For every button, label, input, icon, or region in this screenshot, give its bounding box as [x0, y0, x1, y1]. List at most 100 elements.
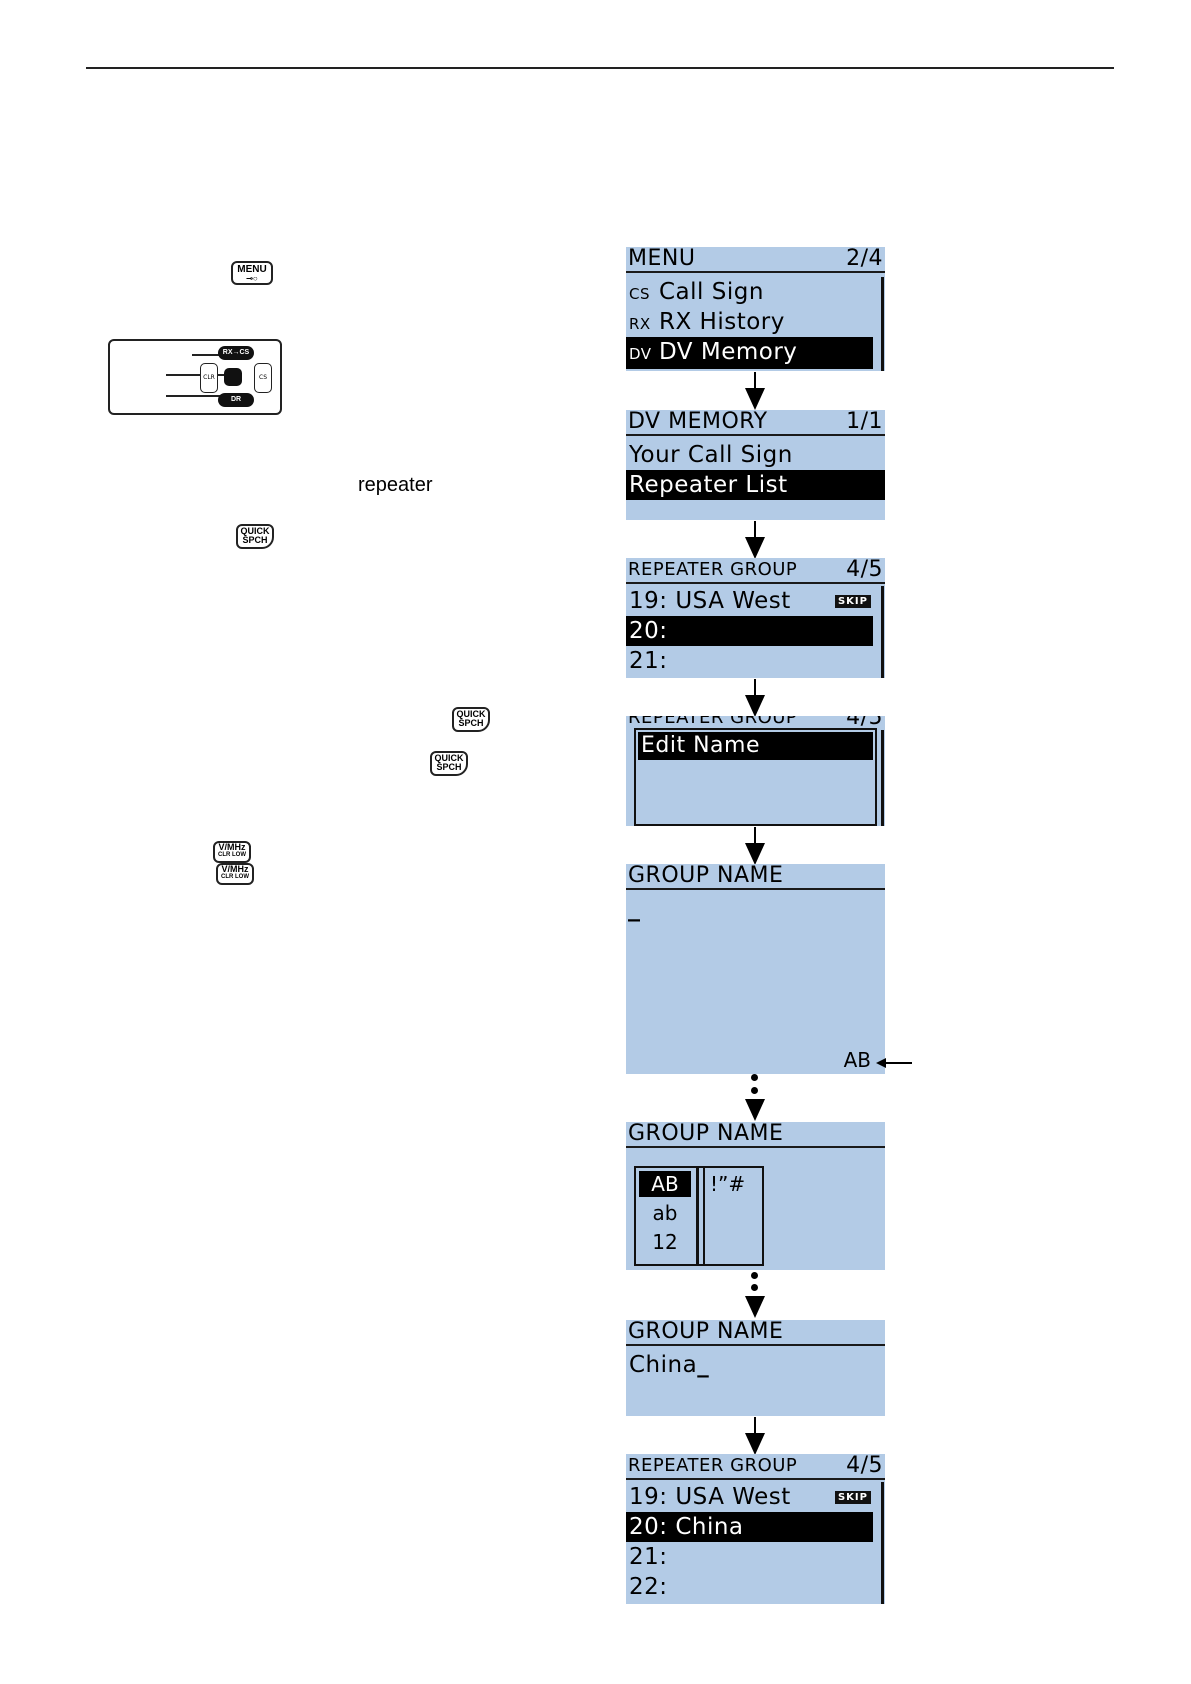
continuation-dot	[751, 1074, 758, 1081]
body-text-repeater: repeater	[358, 474, 433, 496]
continuation-dot	[751, 1272, 758, 1279]
popup-divider	[703, 1168, 705, 1264]
callout-arrow-icon	[876, 1058, 912, 1068]
lcd-group-name-china-screen: GROUP NAME China_	[626, 1320, 885, 1416]
vmhz-key-icon: V/MHz CLR LOW	[213, 841, 251, 863]
group-name-value: China	[629, 1352, 698, 1378]
screen-title: GROUP NAME	[628, 864, 784, 888]
skip-badge: SKIP	[834, 595, 871, 608]
lcd-group-name-empty-screen: GROUP NAME _ AB	[626, 864, 885, 1074]
vmhz-key-sublabel: CLR LOW	[218, 852, 246, 858]
lcd-dv-memory-screen: DV MEMORY 1/1 Your Call Sign Repeater Li…	[626, 410, 885, 520]
continuation-dot	[751, 1087, 758, 1094]
screen-title: MENU	[628, 247, 696, 271]
lcd-header: GROUP NAME	[626, 1122, 885, 1148]
scrollbar	[881, 586, 884, 678]
group-row-19[interactable]: 19: USA West	[629, 588, 791, 614]
group-row-21[interactable]: 21:	[629, 648, 668, 674]
mode-option-numbers[interactable]: 12	[652, 1230, 678, 1254]
quick-key-icon: QUICK SPCH	[236, 524, 274, 549]
quick-key-label: QUICK	[456, 709, 486, 719]
page-indicator: 2/4	[846, 247, 883, 271]
menu-key-icon: MENU ⊸○	[231, 261, 273, 285]
lcd-header: REPEATER GROUP 4/5	[626, 558, 885, 584]
group-row-20[interactable]: 20:	[626, 616, 873, 646]
text-cursor: _	[628, 894, 640, 922]
pointer-line	[166, 374, 226, 376]
menu-key-label: MENU	[237, 264, 267, 275]
menu-item-your-call-sign[interactable]: Your Call Sign	[629, 442, 793, 468]
quick-key-icon: QUICK SPCH	[452, 707, 490, 732]
dv-memory-icon: DV	[629, 345, 652, 363]
flow-arrow-head	[745, 1296, 765, 1318]
page-indicator: 4/5	[846, 716, 883, 730]
flow-arrow	[754, 1417, 756, 1435]
lcd-header: MENU 2/4	[626, 247, 885, 273]
mode-option-symbols[interactable]: !”#	[710, 1172, 746, 1196]
input-mode-popup: AB ab 12 !”#	[634, 1166, 764, 1266]
menu-item-label: RX History	[659, 309, 785, 335]
flow-arrow	[754, 372, 756, 390]
menu-item-repeater-list[interactable]: Repeater List	[626, 470, 885, 500]
flow-arrow-head	[745, 537, 765, 559]
group-row-19[interactable]: 19: USA West	[629, 1484, 791, 1510]
page-indicator: 1/1	[846, 410, 883, 434]
lcd-repeater-group-result-screen: REPEATER GROUP 4/5 19: USA West SKIP 20:…	[626, 1454, 885, 1604]
rx-cs-key-icon: RX→CS	[218, 346, 254, 360]
joystick-diagram: RX→CS DR CLR CS	[108, 339, 282, 415]
quick-key-icon: QUICK SPCH	[430, 751, 468, 776]
flow-arrow-head	[745, 695, 765, 717]
popup-item-edit-name[interactable]: Edit Name	[638, 732, 873, 760]
screen-title: GROUP NAME	[628, 1320, 784, 1344]
flow-arrow-head	[745, 1433, 765, 1455]
flow-arrow	[754, 679, 756, 697]
header-rule	[86, 67, 1114, 69]
flow-arrow	[754, 827, 756, 845]
rx-history-icon: RX	[629, 315, 651, 333]
quick-key-sublabel: SPCH	[436, 762, 462, 772]
vmhz-key-label: V/MHz	[221, 864, 249, 874]
screen-title: REPEATER GROUP	[628, 559, 798, 580]
menu-item-label: DV Memory	[659, 339, 798, 365]
page-indicator: 4/5	[846, 558, 883, 582]
flow-arrow-head	[745, 843, 765, 865]
cs-key-icon: CS	[254, 363, 272, 393]
pointer-line	[192, 354, 226, 356]
mode-option-uppercase[interactable]: AB	[639, 1171, 691, 1197]
lcd-repeater-group-screen: REPEATER GROUP 4/5 19: USA West SKIP 20:…	[626, 558, 885, 678]
lcd-group-name-mode-screen: GROUP NAME AB ab 12 !”#	[626, 1122, 885, 1270]
screen-title: DV MEMORY	[628, 410, 768, 434]
screen-title: GROUP NAME	[628, 1122, 784, 1146]
group-name-input[interactable]: China_	[626, 1350, 873, 1380]
group-row-22[interactable]: 22:	[629, 1574, 668, 1600]
flow-arrow	[754, 521, 756, 539]
input-mode-indicator: AB	[843, 1048, 871, 1072]
vmhz-key-icon: V/MHz CLR LOW	[216, 863, 254, 885]
edit-name-popup: Edit Name	[634, 728, 877, 826]
text-cursor: _	[697, 1352, 710, 1378]
menu-key-sublabel: ⊸○	[246, 274, 258, 283]
mode-option-lowercase[interactable]: ab	[652, 1201, 678, 1225]
flow-arrow-head	[745, 388, 765, 410]
vmhz-key-sublabel: CLR LOW	[221, 874, 249, 880]
menu-item-rx-history[interactable]: RX RX History	[626, 307, 873, 339]
call-sign-icon: CS	[629, 285, 650, 303]
pointer-line	[166, 395, 226, 397]
skip-badge: SKIP	[834, 1491, 871, 1504]
quick-key-label: QUICK	[434, 753, 464, 763]
screen-title: REPEATER GROUP	[628, 716, 798, 728]
menu-item-dv-memory[interactable]: DV DV Memory	[626, 337, 873, 369]
quick-key-sublabel: SPCH	[458, 718, 484, 728]
quick-key-label: QUICK	[240, 526, 270, 536]
scrollbar	[881, 277, 884, 371]
popup-divider	[696, 1168, 699, 1264]
dr-key-icon: DR	[218, 393, 254, 407]
lcd-header: GROUP NAME	[626, 864, 885, 890]
group-row-21[interactable]: 21:	[629, 1544, 668, 1570]
lcd-header: DV MEMORY 1/1	[626, 410, 885, 436]
lcd-header: REPEATER GROUP 4/5	[626, 716, 885, 730]
flow-arrow-head	[745, 1099, 765, 1121]
group-row-20[interactable]: 20: China	[626, 1512, 873, 1542]
